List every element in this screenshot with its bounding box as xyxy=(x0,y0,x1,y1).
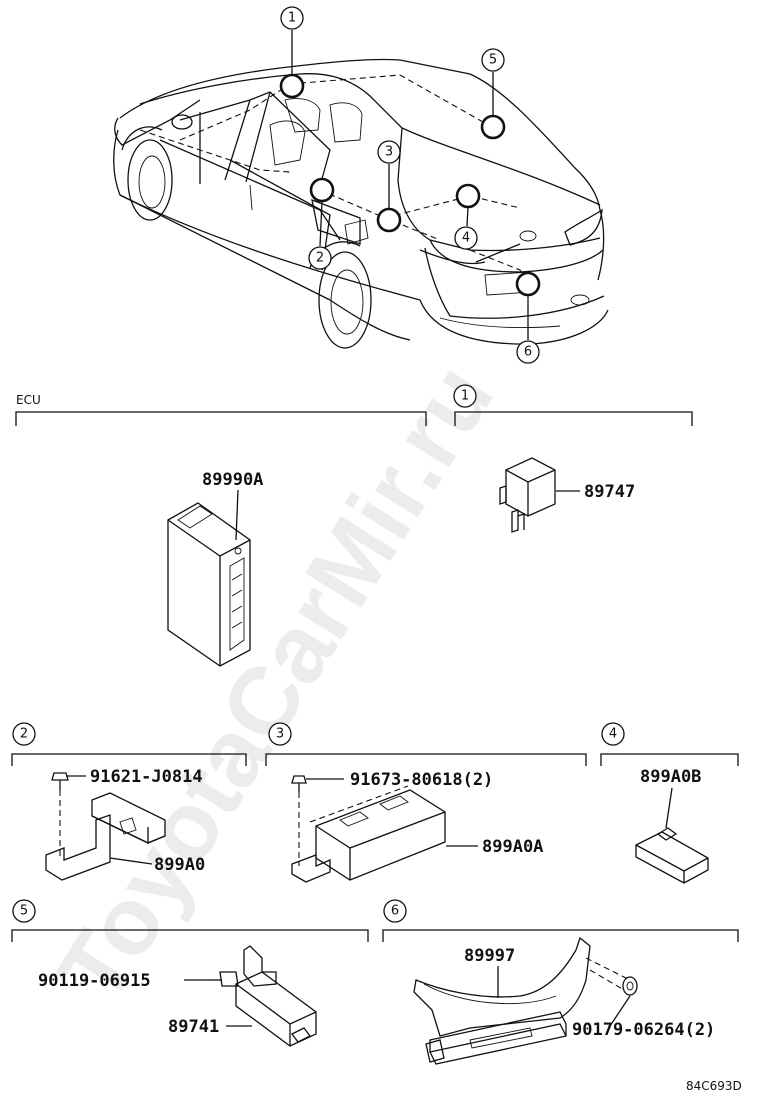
part-bolt-3-label: 91673-80618(2) xyxy=(350,770,493,790)
callout-leaders xyxy=(291,30,529,340)
callout-5-top: 5 xyxy=(489,53,497,68)
hotspot-4a xyxy=(455,183,481,209)
callout-6-section: 6 xyxy=(391,904,399,919)
part-module-3-label: 899A0A xyxy=(482,837,543,857)
callout-2-section: 2 xyxy=(20,727,28,742)
nut-6-leader xyxy=(609,995,631,1027)
section-5-bracket xyxy=(11,929,369,942)
part-bolt-2-label: 91621-J0814 xyxy=(90,767,203,787)
module-4-leader xyxy=(665,787,673,829)
part-sensor-1-label: 89747 xyxy=(584,482,635,502)
callout-1-section: 1 xyxy=(461,389,469,404)
part-bolt-5-label: 90119-06915 xyxy=(38,971,151,991)
car-illustration xyxy=(113,58,609,349)
diagram-code: 84C693D xyxy=(686,1079,742,1093)
bracket-6-drawing xyxy=(413,936,638,1065)
part-nut-6-label: 90179-06264(2) xyxy=(572,1020,715,1040)
callout-5-section: 5 xyxy=(20,904,28,919)
section-2-bracket xyxy=(11,753,247,766)
hotspot-5 xyxy=(480,114,506,140)
watermark: ToyotaCarMir.ru xyxy=(37,346,514,1021)
section-1-bracket xyxy=(454,411,693,426)
sensor-1-drawing xyxy=(499,457,556,533)
part-module-2-label: 899A0 xyxy=(154,855,205,875)
hotspot-1 xyxy=(279,73,305,99)
ecu-section-bracket xyxy=(15,411,427,426)
module-4-drawing xyxy=(635,827,709,884)
module-2-drawing xyxy=(45,772,166,881)
section-4-bracket xyxy=(600,753,739,766)
part-ecu-label: 89990A xyxy=(202,470,263,490)
part-module-5-label: 89741 xyxy=(168,1017,219,1037)
module-2-leader xyxy=(109,857,153,865)
section-3-bracket xyxy=(265,753,587,766)
callout-3-top: 3 xyxy=(385,145,393,160)
car-callouts: 1 2 3 4 5 6 xyxy=(280,6,540,364)
ecu-section-label: ECU xyxy=(16,393,41,407)
callout-1-top: 1 xyxy=(288,11,296,26)
hotspot-2 xyxy=(309,177,335,203)
callout-6-top: 6 xyxy=(524,345,532,360)
hotspot-6 xyxy=(515,271,541,297)
module-5-drawing xyxy=(208,945,317,1047)
module-3-drawing xyxy=(291,775,446,883)
callout-3-section: 3 xyxy=(276,727,284,742)
ecu-drawing xyxy=(167,502,251,667)
part-module-4-label: 899A0B xyxy=(640,767,701,787)
callout-4-top: 4 xyxy=(462,231,470,246)
callout-4-section: 4 xyxy=(609,727,617,742)
hotspot-3 xyxy=(376,207,402,233)
part-bracket-6-label: 89997 xyxy=(464,946,515,966)
callout-2-top: 2 xyxy=(316,251,324,266)
section-6-bracket xyxy=(382,929,739,942)
ecu-leader xyxy=(235,489,239,541)
